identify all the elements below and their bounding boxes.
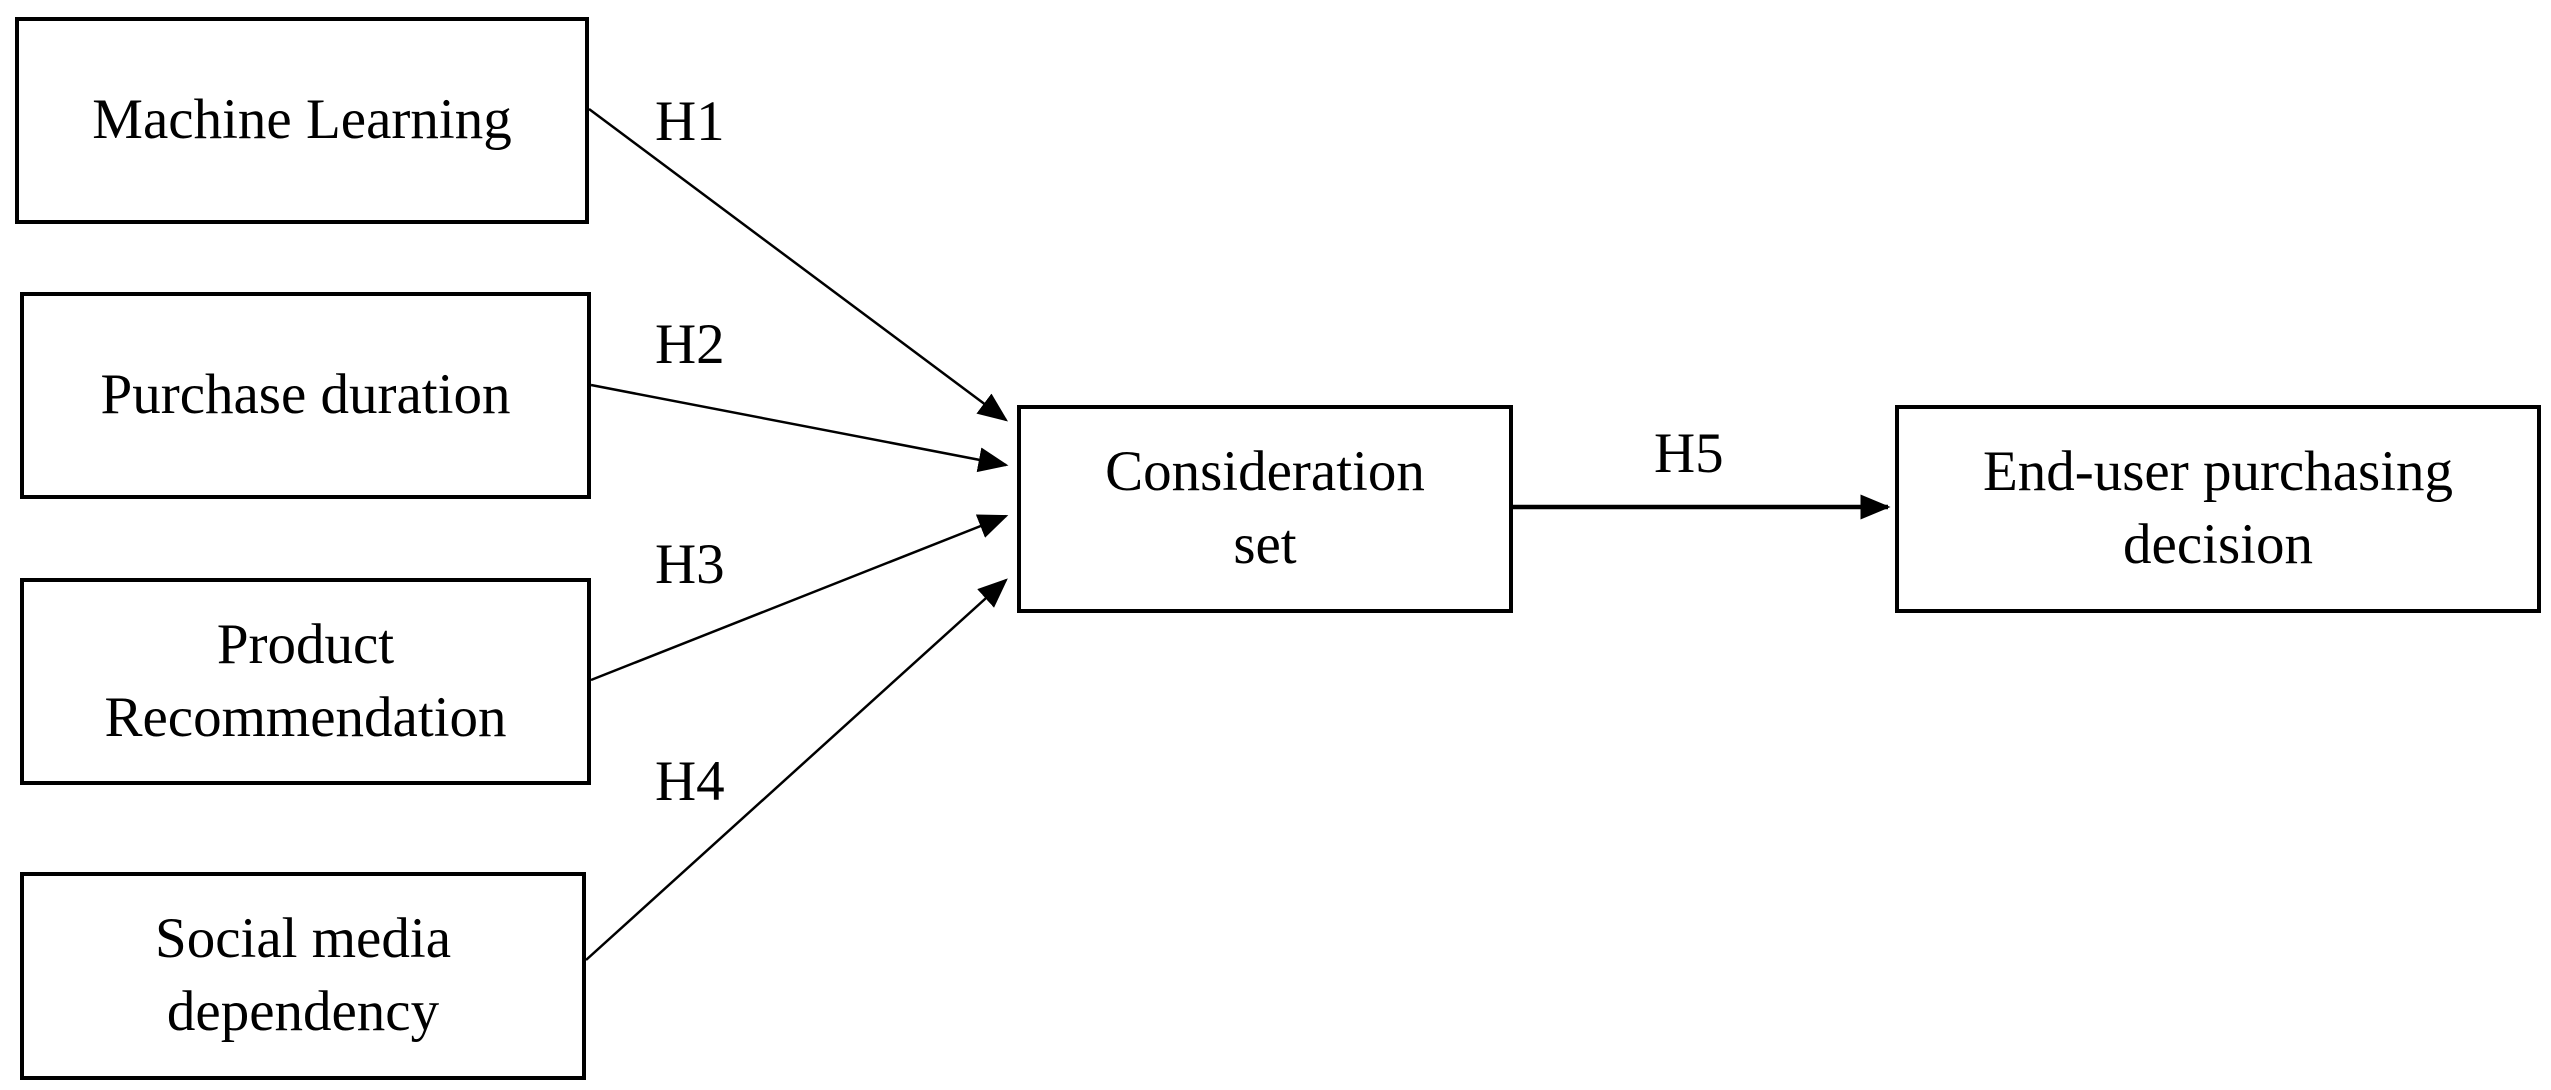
hypothesis-label-h2: H2 xyxy=(655,313,725,376)
hypothesis-label-h4: H4 xyxy=(655,750,725,813)
node-machine-learning-label: Machine Learning xyxy=(92,88,512,152)
arrow-h2 xyxy=(590,383,1009,473)
node-purchase-duration: Purchase duration xyxy=(20,292,591,499)
arrow-h4 xyxy=(585,578,1008,961)
arrow-h3 xyxy=(590,514,1009,682)
node-social-media-dependency: Social media dependency xyxy=(20,872,586,1080)
node-product-recommendation-label: Product Recommendation xyxy=(104,612,507,749)
node-purchase-duration-label: Purchase duration xyxy=(100,363,511,427)
hypothesis-label-h1: H1 xyxy=(655,90,725,153)
node-consideration-set: Consideration set xyxy=(1017,405,1513,613)
hypothesis-label-h5: H5 xyxy=(1654,422,1724,485)
node-machine-learning: Machine Learning xyxy=(15,17,589,224)
node-end-user-purchasing-decision-label: End-user purchasing decision xyxy=(1982,440,2454,576)
node-product-recommendation: Product Recommendation xyxy=(20,578,591,785)
arrow-h1 xyxy=(588,107,1009,422)
node-end-user-purchasing-decision: End-user purchasing decision xyxy=(1895,405,2541,613)
node-social-media-dependency-label: Social media dependency xyxy=(155,907,451,1043)
hypothesis-label-h3: H3 xyxy=(655,533,725,596)
node-consideration-set-label: Consideration set xyxy=(1105,440,1425,576)
